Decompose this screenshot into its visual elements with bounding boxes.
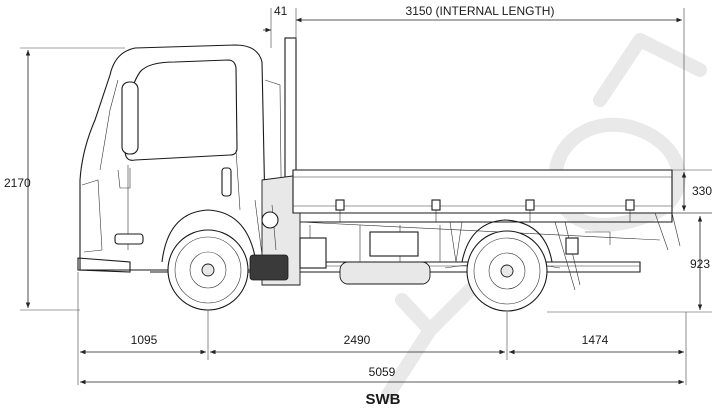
overall-length-label: 5059 xyxy=(369,365,396,379)
truck-side-view xyxy=(77,37,681,312)
front-wheel xyxy=(167,229,249,311)
wheelbase-label: 2490 xyxy=(344,333,371,347)
internal-length-label: 3150 (INTERNAL LENGTH) xyxy=(406,4,555,18)
rear-wheel xyxy=(466,230,548,312)
dimension-lines xyxy=(20,8,712,385)
rear-overhang-label: 1474 xyxy=(582,333,609,347)
cab-offset-label: 41 xyxy=(274,4,288,18)
caption: SWB xyxy=(366,391,401,408)
floor-height-label: 923 xyxy=(690,257,710,271)
front-overhang-label: 1095 xyxy=(131,333,158,347)
dimension-labels: 41 3150 (INTERNAL LENGTH) 2170 330 923 1… xyxy=(4,4,712,408)
watermark xyxy=(381,33,707,402)
side-height-label: 330 xyxy=(692,184,712,198)
overall-height-label: 2170 xyxy=(4,176,31,190)
